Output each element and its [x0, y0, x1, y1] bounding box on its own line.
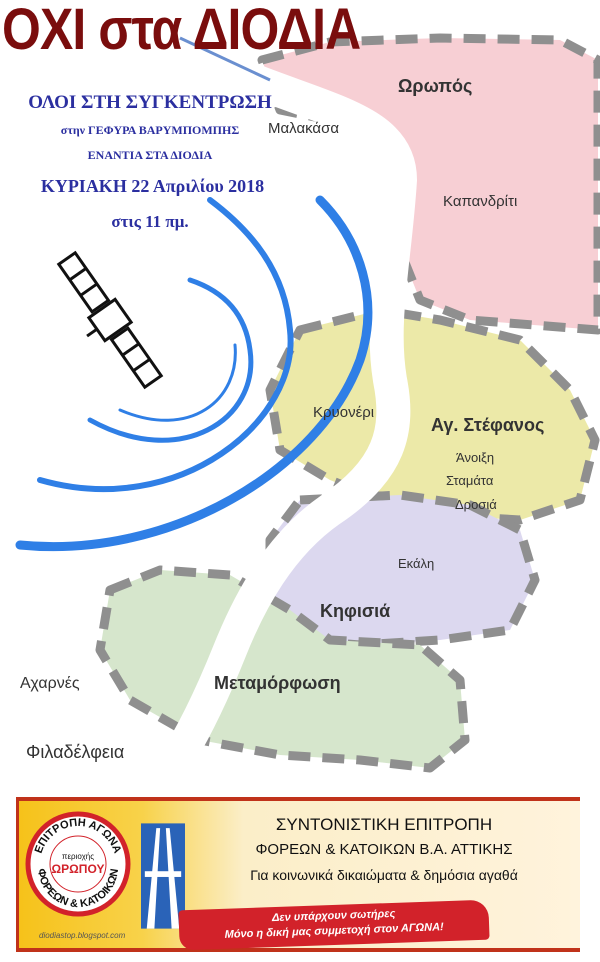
place-metamorfosi: Μεταμόρφωση	[214, 673, 341, 693]
announcement-line1: ΟΛΟΙ ΣΤΗ ΣΥΓΚΕΝΤΡΩΣΗ	[28, 92, 272, 113]
place-ekali: Εκάλη	[398, 556, 435, 571]
satellite-icon	[56, 250, 164, 390]
place-stamata: Σταμάτα	[446, 473, 494, 488]
place-malakasa: Μαλακάσα	[268, 120, 340, 137]
slogan-brush: Δεν υπάρχουν σωτήρες Μόνο η δική μας συμ…	[178, 899, 490, 951]
region-kifisia	[265, 490, 540, 650]
banner-heading2: ΦΟΡΕΩΝ & ΚΑΤΟΙΚΩΝ Β.Α. ΑΤΤΙΚΗΣ	[255, 841, 513, 858]
place-ag-stefanos: Αγ. Στέφανος	[431, 415, 545, 435]
place-kifisia: Κηφισιά	[320, 601, 391, 621]
place-oropos: Ωρωπός	[398, 76, 473, 96]
committee-banner: ΕΠΙΤΡΟΠΗ ΑΓΩΝΑ ΦΟΡΕΩΝ & ΚΑΤΟΙΚΩΝ περιοχή…	[16, 797, 580, 952]
place-drosia: Δροσιά	[455, 497, 497, 512]
committee-logo: ΕΠΙΤΡΟΠΗ ΑΓΩΝΑ ΦΟΡΕΩΝ & ΚΑΤΟΙΚΩΝ περιοχή…	[25, 811, 131, 917]
event-time: στις 11 πμ.	[111, 212, 189, 231]
place-filadelfeia: Φιλαδέλφεια	[26, 742, 125, 762]
place-kryoneri: Κρυονέρι	[313, 404, 375, 421]
place-kapandriti: Καπανδρίτι	[443, 193, 518, 210]
banner-subtitle: Για κοινωνικά δικαιώματα & δημόσια αγαθά	[250, 867, 518, 883]
highway-road	[153, 33, 418, 787]
announcement-line3: ΕΝΑΝΤΙΑ ΣΤΑ ΔΙΟΔΙΑ	[87, 148, 213, 162]
banner-heading1: ΣΥΝΤΟΝΙΣΤΙΚΗ ΕΠΙΤΡΟΠΗ	[275, 815, 493, 834]
event-date: ΚΥΡΙΑΚΗ 22 Απριλίου 2018	[40, 176, 265, 196]
motorway-sign	[141, 823, 185, 929]
logo-small-text: περιοχής	[62, 852, 94, 861]
poster-title: ΟΧΙ στα ΔΙΟΔΙΑ	[2, 0, 361, 62]
place-anoixi: Άνοιξη	[456, 450, 495, 465]
website-link[interactable]: diodiastop.blogspot.com	[39, 931, 126, 940]
place-acharnes: Αχαρνές	[20, 675, 80, 692]
road-edge-line	[179, 36, 271, 82]
signal-waves-icon	[15, 195, 373, 552]
announcement-line2: στην ΓΕΦΥΡΑ ΒΑΡΥΜΠΟΜΠΗΣ	[60, 123, 240, 137]
logo-center-text: ΩΡΩΠΟΥ	[52, 862, 105, 876]
